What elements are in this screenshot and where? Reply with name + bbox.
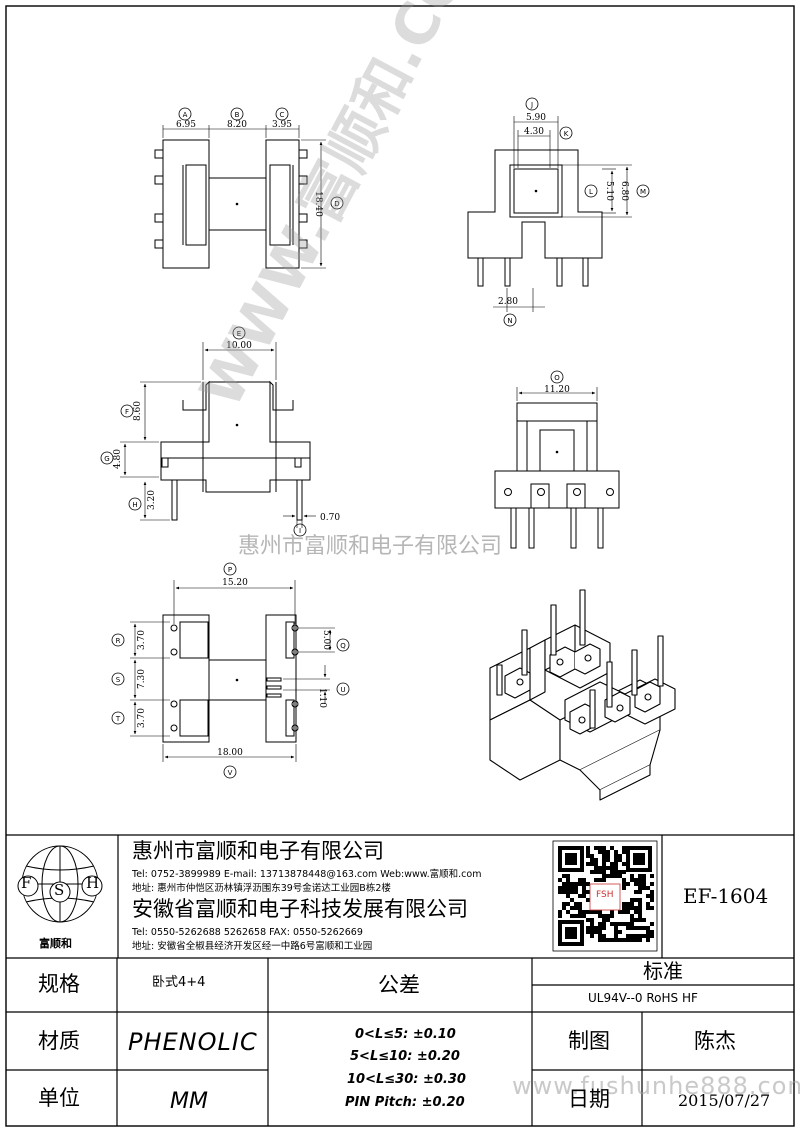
svg-text:S: S [116,676,121,684]
material-value: PHENOLIC [128,1028,258,1056]
tolerance-label: 公差 [378,973,420,997]
svg-text:F: F [125,408,129,416]
svg-text:T: T [115,715,121,723]
dim-s: 7.30 [137,669,147,689]
svg-text:B: B [235,111,240,119]
dim-j: 5.90 [526,113,546,123]
svg-text:L: L [589,188,593,196]
company-1-name: 惠州市富顺和电子有限公司 [132,839,384,863]
standard-value: UL94V--0 RoHS HF [588,991,698,1005]
company-2-contact: Tel: 0550-5262688 5262658 FAX: 0550-5262… [132,927,363,938]
svg-text:G: G [104,455,109,463]
tolerance-2: 5<L≤10: ±0.20 [350,1049,460,1064]
company-1-address: 地址: 惠州市仲恺区沥林镇浮沥围东39号金诺达工业园B栋2楼 [132,883,391,894]
dim-h: 3.20 [147,490,157,510]
svg-text:H: H [132,501,137,509]
tolerance-1: 0<L≤5: ±0.10 [355,1027,456,1042]
svg-text:I: I [299,527,301,535]
logo-letter-f: F [21,874,32,892]
dim-n: 2.80 [498,297,518,307]
dim-r: 3.70 [137,630,147,650]
qr-code [552,840,658,952]
svg-text:Q: Q [340,642,346,650]
spec-value: 卧式4+4 [152,975,206,990]
svg-text:C: C [280,111,285,119]
dim-d: 18.40 [313,191,323,217]
company-2-name: 安徽省富顺和电子科技发展有限公司 [132,897,468,921]
tolerance-3: 10<L≤30: ±0.30 [347,1072,466,1087]
dim-e: 10.00 [226,341,252,351]
drawn-label: 制图 [568,1029,610,1053]
view-isometric [489,589,676,801]
dim-l: 5.10 [604,181,614,201]
tolerance-4: PIN Pitch: ±0.20 [345,1095,465,1110]
dim-c: 3.95 [272,120,292,130]
drawn-value: 陈杰 [694,1029,736,1053]
date-value: 2015/07/27 [678,1091,771,1110]
material-label: 材质 [38,1029,80,1053]
view-front [467,97,650,327]
logo-letter-s: S [54,881,65,899]
svg-text:R: R [116,637,121,645]
dim-b: 8.20 [227,120,247,130]
svg-text:D: D [334,200,339,208]
company-1-contact: Tel: 0752-3899989 E-mail: 13713878448@16… [132,869,482,880]
dim-g: 4.80 [113,449,123,469]
view-bottom [111,562,350,779]
company-2-address: 地址: 安徽省全椒县经济开发区经一中路6号富顺和工业园 [132,941,373,952]
svg-text:N: N [507,317,512,325]
svg-text:K: K [564,130,569,138]
standard-label: 标准 [643,959,683,983]
unit-value: MM [170,1089,208,1114]
dim-a: 6.95 [176,120,196,130]
view-top [154,107,344,269]
title-block [6,834,794,1126]
dim-t: 3.70 [137,708,147,728]
dim-q: 5.00 [321,630,331,650]
svg-text:V: V [228,769,233,777]
svg-text:M: M [640,188,646,196]
dim-m: 6.80 [619,181,629,201]
svg-text:O: O [554,374,560,382]
svg-text:A: A [183,111,188,119]
svg-text:P: P [228,566,232,574]
watermark-middle: 惠州市富顺和电子有限公司 [238,534,503,559]
dim-f: 8.60 [133,401,143,421]
watermark-bottom: www.fushunhe888.com [512,1072,800,1100]
svg-text:U: U [340,686,345,694]
svg-text:J: J [530,101,533,109]
unit-label: 单位 [38,1086,80,1110]
dim-v: 18.00 [217,748,243,758]
part-number: EF-1604 [683,884,769,908]
qr-logo-text: FSH [596,890,614,900]
dim-k: 4.30 [524,127,544,137]
logo-caption: 富顺和 [39,937,72,950]
dim-o: 11.20 [544,385,570,395]
logo-letter-h: H [86,874,100,892]
fsh-logo [17,845,103,923]
spec-label: 规格 [38,972,80,996]
dim-u: 1.10 [317,688,327,708]
dim-i: 0.70 [320,513,340,523]
dim-p: 15.20 [222,578,248,588]
view-side-right [494,370,620,549]
date-label: 日期 [568,1087,610,1111]
svg-text:E: E [237,330,241,338]
view-side [100,326,316,537]
